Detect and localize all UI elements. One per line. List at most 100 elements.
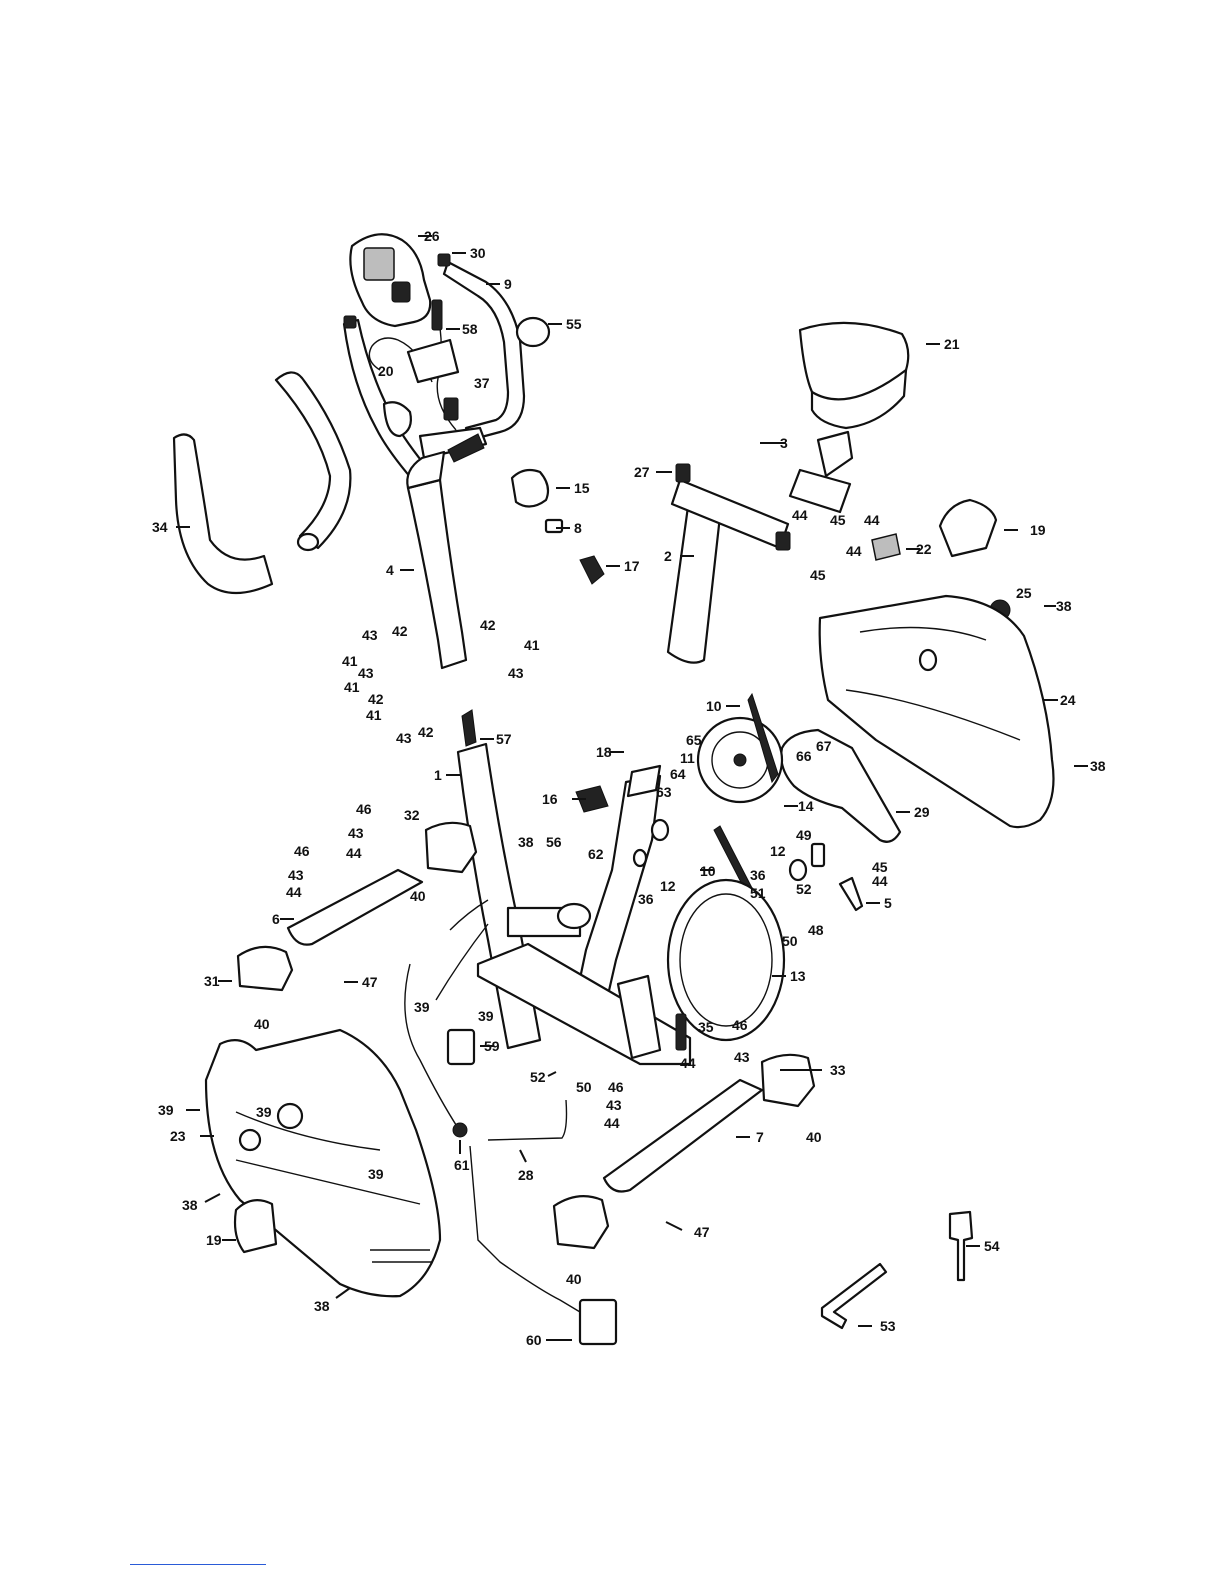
- label-46d: 46: [608, 1079, 624, 1095]
- label-43f: 43: [288, 867, 304, 883]
- label-40b: 40: [254, 1016, 270, 1032]
- label-2: 2: [664, 548, 672, 564]
- label-45c: 45: [872, 859, 888, 875]
- label-25: 25: [1016, 585, 1032, 601]
- label-20: 20: [378, 363, 394, 379]
- label-40d: 40: [566, 1271, 582, 1287]
- label-40c: 40: [806, 1129, 822, 1145]
- pedal-right-19: [938, 498, 998, 558]
- label-41b: 41: [524, 637, 540, 653]
- label-15: 15: [574, 480, 590, 496]
- sensor-16: [575, 785, 609, 813]
- label-7: 7: [756, 1129, 764, 1145]
- seat-clamp: [788, 468, 852, 514]
- knob-22: [871, 533, 901, 561]
- label-58: 58: [462, 321, 478, 337]
- seat-post-2: [666, 490, 724, 664]
- label-39c: 39: [158, 1102, 174, 1118]
- bearing-12b: [650, 818, 670, 842]
- motor-59: [446, 1028, 476, 1066]
- label-44f: 44: [286, 884, 302, 900]
- label-30: 30: [470, 245, 486, 261]
- label-49: 49: [796, 827, 812, 843]
- label-46a: 46: [356, 801, 372, 817]
- pedal-left-19: [233, 1199, 278, 1254]
- label-39a: 39: [414, 999, 430, 1015]
- front-stabilizer-6: [286, 868, 424, 946]
- label-23: 23: [170, 1128, 186, 1144]
- cap-15: [510, 468, 550, 508]
- hex-key-53: [820, 1262, 888, 1330]
- label-62: 62: [588, 846, 604, 862]
- label-43d: 43: [396, 730, 412, 746]
- label-38e: 38: [314, 1298, 330, 1314]
- label-42c: 42: [368, 691, 384, 707]
- label-9: 9: [504, 276, 512, 292]
- handlebar-grip-right: [418, 426, 488, 460]
- label-43b: 43: [508, 665, 524, 681]
- bracket-20: [406, 338, 460, 384]
- label-4: 4: [386, 562, 394, 578]
- grip-spring: [447, 433, 485, 463]
- label-44a: 44: [792, 507, 808, 523]
- label-43a: 43: [362, 627, 378, 643]
- end-cap-27: [675, 463, 691, 483]
- callout-labels: 26 30 9 55 58 20 37 21 15 8 17 27 2 4 34…: [152, 228, 1106, 1348]
- label-60: 60: [526, 1332, 542, 1348]
- belt-10-top: [747, 692, 779, 784]
- label-56: 56: [546, 834, 562, 850]
- label-19a: 19: [1030, 522, 1046, 538]
- cover-24-hole: [918, 648, 938, 672]
- label-41a: 41: [342, 653, 358, 669]
- label-3: 3: [780, 435, 788, 451]
- crank-49: [810, 842, 826, 868]
- cover-23-rib: [235, 1111, 432, 1263]
- label-44h: 44: [604, 1115, 620, 1131]
- end-cap-31: [236, 945, 294, 992]
- label-45a: 45: [830, 512, 846, 528]
- label-57: 57: [496, 731, 512, 747]
- chain-guard-29: [780, 728, 902, 843]
- label-39d: 39: [256, 1104, 272, 1120]
- connector-20: [443, 397, 459, 421]
- seat-21-base: [810, 368, 908, 430]
- label-5: 5: [884, 895, 892, 911]
- label-41d: 41: [366, 707, 382, 723]
- label-46b: 46: [294, 843, 310, 859]
- label-26: 26: [424, 228, 440, 244]
- crank-5: [838, 876, 864, 912]
- label-41c: 41: [344, 679, 360, 695]
- label-36a: 36: [638, 891, 654, 907]
- label-42d: 42: [418, 724, 434, 740]
- end-cap-33: [760, 1053, 816, 1108]
- label-14: 14: [798, 798, 814, 814]
- label-48: 48: [808, 922, 824, 938]
- label-39b: 39: [478, 1008, 494, 1024]
- label-45b: 45: [810, 567, 826, 583]
- label-50a: 50: [782, 933, 798, 949]
- pulley-14-hub: [733, 753, 747, 767]
- label-65: 65: [686, 732, 702, 748]
- label-63: 63: [656, 784, 672, 800]
- label-44b: 44: [864, 512, 880, 528]
- label-21: 21: [944, 336, 960, 352]
- label-38b: 38: [1090, 758, 1106, 774]
- label-46c: 46: [732, 1017, 748, 1033]
- knob-17: [579, 555, 605, 585]
- label-67: 67: [816, 738, 832, 754]
- cover-24-rib: [845, 626, 1021, 741]
- label-38d: 38: [182, 1197, 198, 1213]
- label-44c: 44: [846, 543, 862, 559]
- label-31: 31: [204, 973, 220, 989]
- label-11: 11: [680, 750, 695, 766]
- label-47b: 47: [694, 1224, 710, 1240]
- label-29: 29: [914, 804, 930, 820]
- label-52a: 52: [796, 881, 812, 897]
- label-34: 34: [152, 519, 168, 535]
- label-18: 18: [596, 744, 612, 760]
- label-12b: 12: [770, 843, 786, 859]
- connector-58: [431, 299, 443, 331]
- console-screen: [363, 247, 395, 281]
- label-50b: 50: [576, 1079, 592, 1095]
